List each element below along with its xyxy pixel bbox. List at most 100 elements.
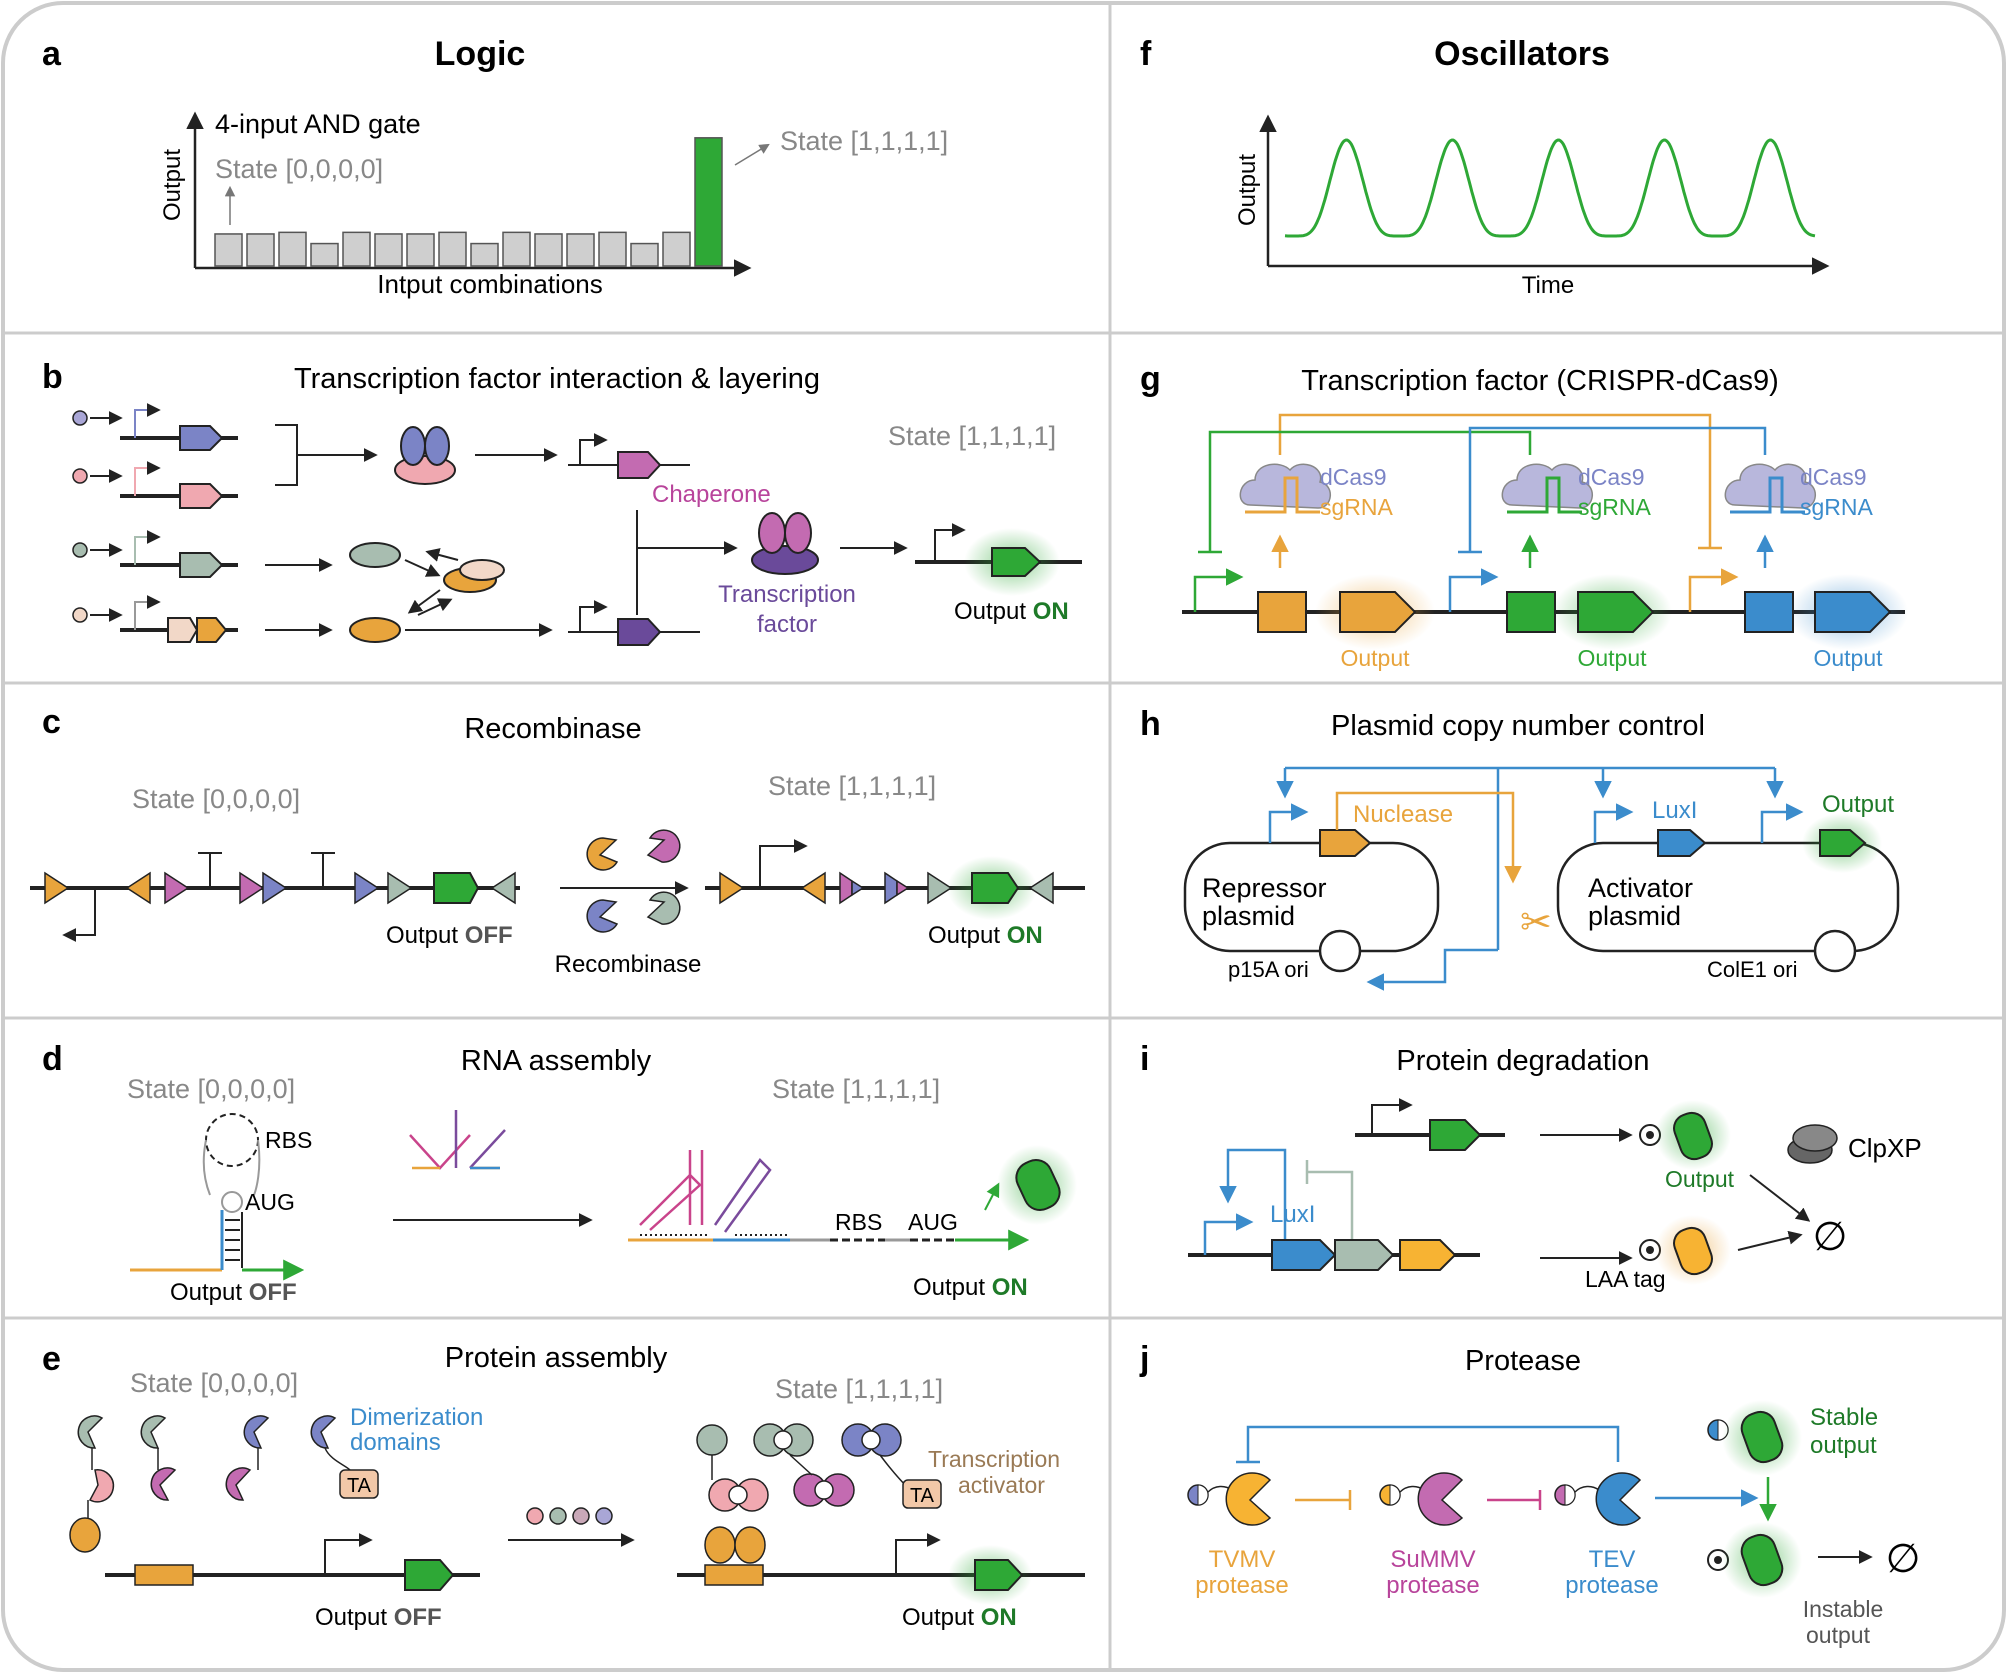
- svg-text:∅: ∅: [1886, 1537, 1921, 1581]
- h-scissors-icon: ✂: [1520, 902, 1552, 944]
- panel-letter-j: j: [1139, 1340, 1149, 1378]
- e-monomer-4: TA: [310, 1415, 379, 1499]
- svg-text:dCas9: dCas9: [1800, 464, 1866, 490]
- svg-text:LuxI: LuxI: [1270, 1201, 1315, 1228]
- svg-text:sgRNA: sgRNA: [1578, 494, 1652, 520]
- svg-text:Output ON: Output ON: [902, 1604, 1017, 1631]
- svg-text:State [1,1,1,1]: State [1,1,1,1]: [768, 771, 936, 801]
- a-bar: [534, 233, 563, 267]
- a-state-low: State [0,0,0,0]: [215, 154, 383, 184]
- b-output-gene: [991, 547, 1042, 577]
- b-gene-4a: [167, 617, 199, 643]
- svg-text:Output ON: Output ON: [913, 1274, 1028, 1301]
- b-dimer-right: [424, 426, 450, 466]
- a-bar: [310, 242, 339, 267]
- b-inducer-2: [72, 468, 88, 484]
- svg-text:Output OFF: Output OFF: [315, 1604, 442, 1631]
- j-tvmv-protease: TVMV protease: [1187, 1472, 1289, 1599]
- h-activator-plasmid: [1556, 841, 1900, 953]
- b-inducer-4: [72, 607, 88, 623]
- a-bar: [438, 231, 467, 267]
- g-green-loop: [1208, 430, 1532, 552]
- a-chart-label: 4-input AND gate: [215, 109, 421, 139]
- panel-d: d RNA assembly State [0,0,0,0] State [1,…: [42, 1040, 1077, 1306]
- panel-letter-i: i: [1140, 1040, 1149, 1078]
- panel-title-e: Protein assembly: [445, 1342, 668, 1374]
- svg-text:RBS: RBS: [265, 1127, 312, 1153]
- a-bar-on: [694, 137, 723, 267]
- svg-text:State [0,0,0,0]: State [0,0,0,0]: [127, 1074, 295, 1104]
- svg-text:Output: Output: [1665, 1166, 1735, 1192]
- svg-text:State [0,0,0,0]: State [0,0,0,0]: [130, 1368, 298, 1398]
- b-gene-2: [179, 483, 224, 509]
- svg-text:Dimerization: Dimerization: [350, 1404, 483, 1431]
- h-output-gene: [1819, 829, 1867, 857]
- a-bar: [278, 231, 307, 267]
- a-bar: [502, 231, 531, 267]
- panel-letter-e: e: [42, 1340, 61, 1378]
- svg-text:Output: Output: [1813, 645, 1883, 671]
- svg-text:p15A ori: p15A ori: [1228, 957, 1309, 982]
- a-bars: [214, 137, 723, 267]
- panel-letter-d: d: [42, 1040, 63, 1078]
- b-tf-label-1: Transcription: [718, 581, 856, 608]
- j-tev-protease: TEV protease: [1554, 1472, 1659, 1599]
- a-state-high-arrow: [734, 143, 770, 166]
- panel-title-a: Logic: [435, 35, 526, 73]
- b-tf-base: [751, 545, 819, 575]
- svg-text:State [0,0,0,0]: State [0,0,0,0]: [132, 784, 300, 814]
- b-gene-3: [179, 552, 224, 578]
- e-output-off-gene: [404, 1559, 455, 1591]
- panel-f: f Oscillators Output Time: [1140, 35, 1830, 299]
- svg-text:domains: domains: [350, 1429, 441, 1456]
- svg-text:∅: ∅: [1813, 1215, 1848, 1259]
- svg-text:TA: TA: [910, 1485, 935, 1507]
- h-luxi-gene: [1657, 829, 1707, 857]
- panel-title-i: Protein degradation: [1396, 1045, 1649, 1077]
- svg-text:State [1,1,1,1]: State [1,1,1,1]: [775, 1374, 943, 1404]
- b-protein-c: [459, 559, 505, 581]
- i-clpxp-icon-b: [1792, 1124, 1838, 1152]
- svg-text:output: output: [1806, 1622, 1871, 1648]
- svg-text:plasmid: plasmid: [1588, 901, 1681, 931]
- panel-title-j: Protease: [1465, 1345, 1581, 1377]
- i-tagged-gene: [1399, 1239, 1457, 1271]
- b-state: State [1,1,1,1]: [888, 421, 1056, 451]
- svg-text:LAA tag: LAA tag: [1585, 1266, 1666, 1292]
- svg-text:AUG: AUG: [908, 1209, 958, 1235]
- svg-text:sgRNA: sgRNA: [1320, 494, 1394, 520]
- c-output-on-gene: [971, 872, 1020, 904]
- svg-text:Activator: Activator: [1588, 873, 1693, 903]
- svg-text:output: output: [1810, 1432, 1877, 1459]
- b-tf-left: [758, 512, 786, 554]
- b-input-gene-1: [72, 403, 238, 451]
- svg-text:Output OFF: Output OFF: [386, 922, 513, 949]
- svg-text:TEV: TEV: [1589, 1546, 1636, 1573]
- panel-j: j Protease TVMV protease SuMMV protease: [1139, 1340, 1920, 1648]
- b-input-gene-4: [72, 595, 238, 643]
- b-gene-1: [179, 425, 224, 451]
- a-bar: [598, 231, 627, 267]
- panel-i: i Protein degradation Output ClpXP ∅ Lux…: [1140, 1040, 1922, 1292]
- svg-text:Stable: Stable: [1810, 1404, 1878, 1431]
- panel-letter-g: g: [1140, 360, 1161, 398]
- panel-letter-f: f: [1140, 35, 1152, 73]
- svg-text:Instable: Instable: [1803, 1596, 1884, 1622]
- g-green-sgrna-gene: [1506, 591, 1556, 633]
- b-gene-4b: [196, 617, 228, 643]
- svg-text:protease: protease: [1386, 1572, 1479, 1599]
- b-input-gene-2: [72, 461, 238, 509]
- f-xlabel: Time: [1522, 272, 1574, 299]
- b-input-gene-3: [72, 530, 238, 578]
- b-tf-label-2: factor: [757, 611, 817, 638]
- a-bar: [406, 233, 435, 267]
- b-protein-d: [349, 617, 401, 643]
- svg-text:Output: Output: [1822, 791, 1894, 818]
- b-chaperone-label: Chaperone: [652, 481, 771, 508]
- a-bar: [374, 233, 403, 267]
- b-chaperone-gene: [617, 451, 662, 479]
- b-tf-right: [784, 512, 812, 554]
- svg-text:Output ON: Output ON: [928, 922, 1043, 949]
- i-repressor-gene: [1334, 1239, 1395, 1271]
